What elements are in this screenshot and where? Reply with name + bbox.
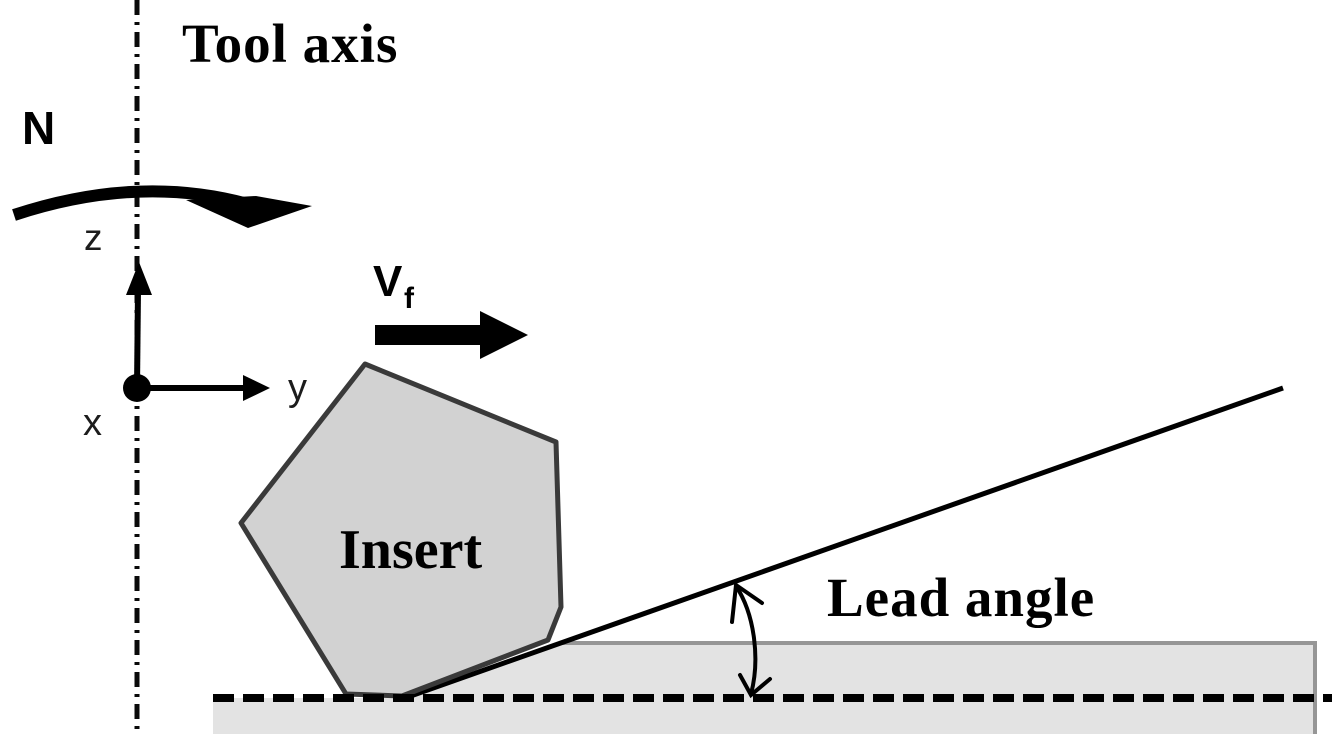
origin-dot: [123, 374, 151, 402]
feed-velocity-subscript: f: [404, 282, 414, 315]
feed-velocity-label: V f: [373, 257, 414, 314]
lead-angle-arc-top-arrowhead: [730, 581, 764, 624]
coordinate-triad: [123, 262, 270, 402]
feed-arrow-shaft: [375, 325, 481, 345]
workpiece-border: [560, 641, 1317, 734]
cutting-edge-line: [404, 385, 1284, 701]
z-axis-arrow-shaft: [134, 289, 141, 389]
z-axis-label: z: [84, 217, 103, 258]
spindle-rotation-arrow-curve: [12, 185, 250, 221]
tool-axis-label: Tool axis: [182, 13, 399, 74]
y-axis-arrowhead-icon: [243, 375, 270, 401]
lead-angle-label: Lead angle: [827, 567, 1096, 628]
feed-direction-arrow: [375, 311, 528, 359]
workpiece-body: [213, 641, 1316, 734]
lead-angle-arc: [730, 581, 772, 699]
lead-angle-arc-curve: [734, 584, 758, 696]
workpiece: [213, 641, 1317, 734]
spindle-speed-label: N: [22, 102, 56, 154]
insert-polygon: [238, 361, 564, 699]
x-axis-label: x: [83, 402, 102, 444]
y-axis-label: y: [288, 367, 307, 409]
insert-label: Insert: [339, 519, 483, 581]
feed-arrowhead-icon: [480, 311, 528, 359]
lead-angle-arc-bottom-arrowhead: [738, 673, 772, 699]
spindle-rotation-arrowhead-icon: [186, 196, 312, 228]
spindle-rotation-arrow: [12, 185, 312, 228]
z-axis-arrowhead-icon: [126, 262, 152, 295]
feed-velocity-symbol: V: [373, 257, 403, 306]
